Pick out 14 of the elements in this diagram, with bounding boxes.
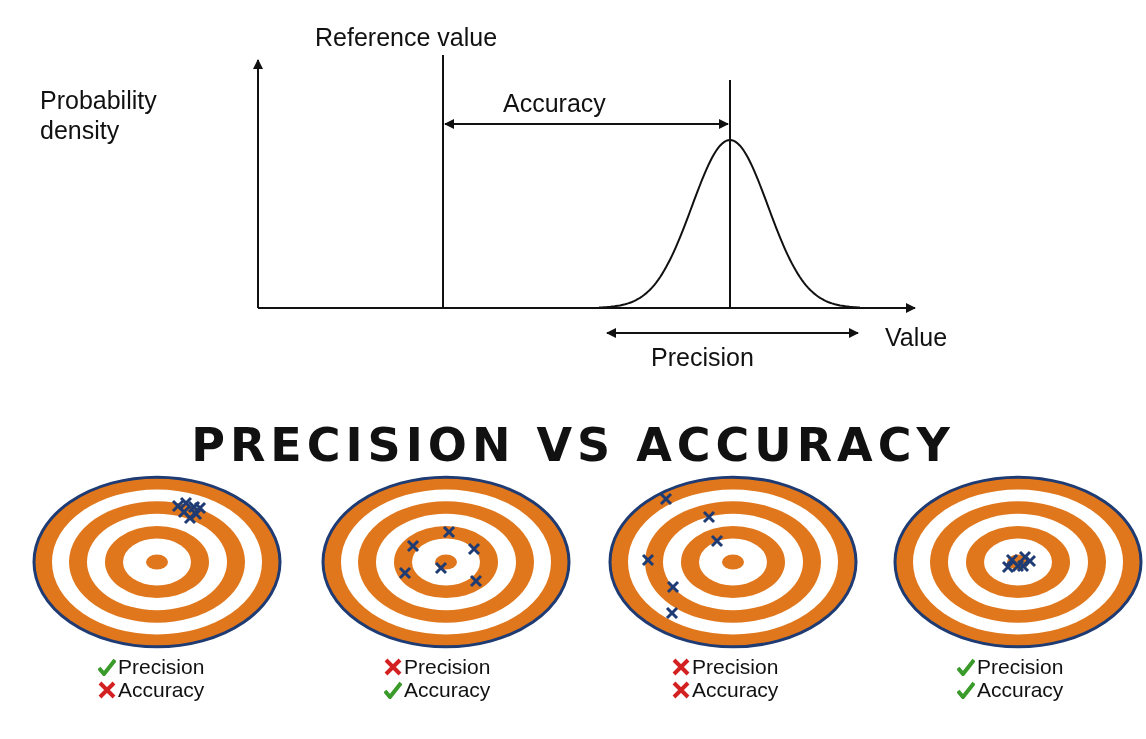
axis-label: Value — [885, 322, 948, 352]
dimension-label: Accuracy — [503, 88, 606, 118]
target-caption: Precision — [977, 654, 1064, 680]
target-caption: Precision — [692, 654, 779, 680]
target-caption: Accuracy — [692, 677, 779, 703]
axis-label: Probability density — [40, 85, 158, 145]
dimension-label: Precision — [651, 342, 754, 372]
target-caption: Accuracy — [118, 677, 205, 703]
target-caption: Precision — [118, 654, 205, 680]
target-caption: Accuracy — [977, 677, 1064, 703]
axis-label: Reference value — [315, 22, 498, 52]
target-caption: Precision — [404, 654, 491, 680]
target-caption: Accuracy — [404, 677, 491, 703]
heading: PRECISION VS ACCURACY — [190, 418, 956, 474]
